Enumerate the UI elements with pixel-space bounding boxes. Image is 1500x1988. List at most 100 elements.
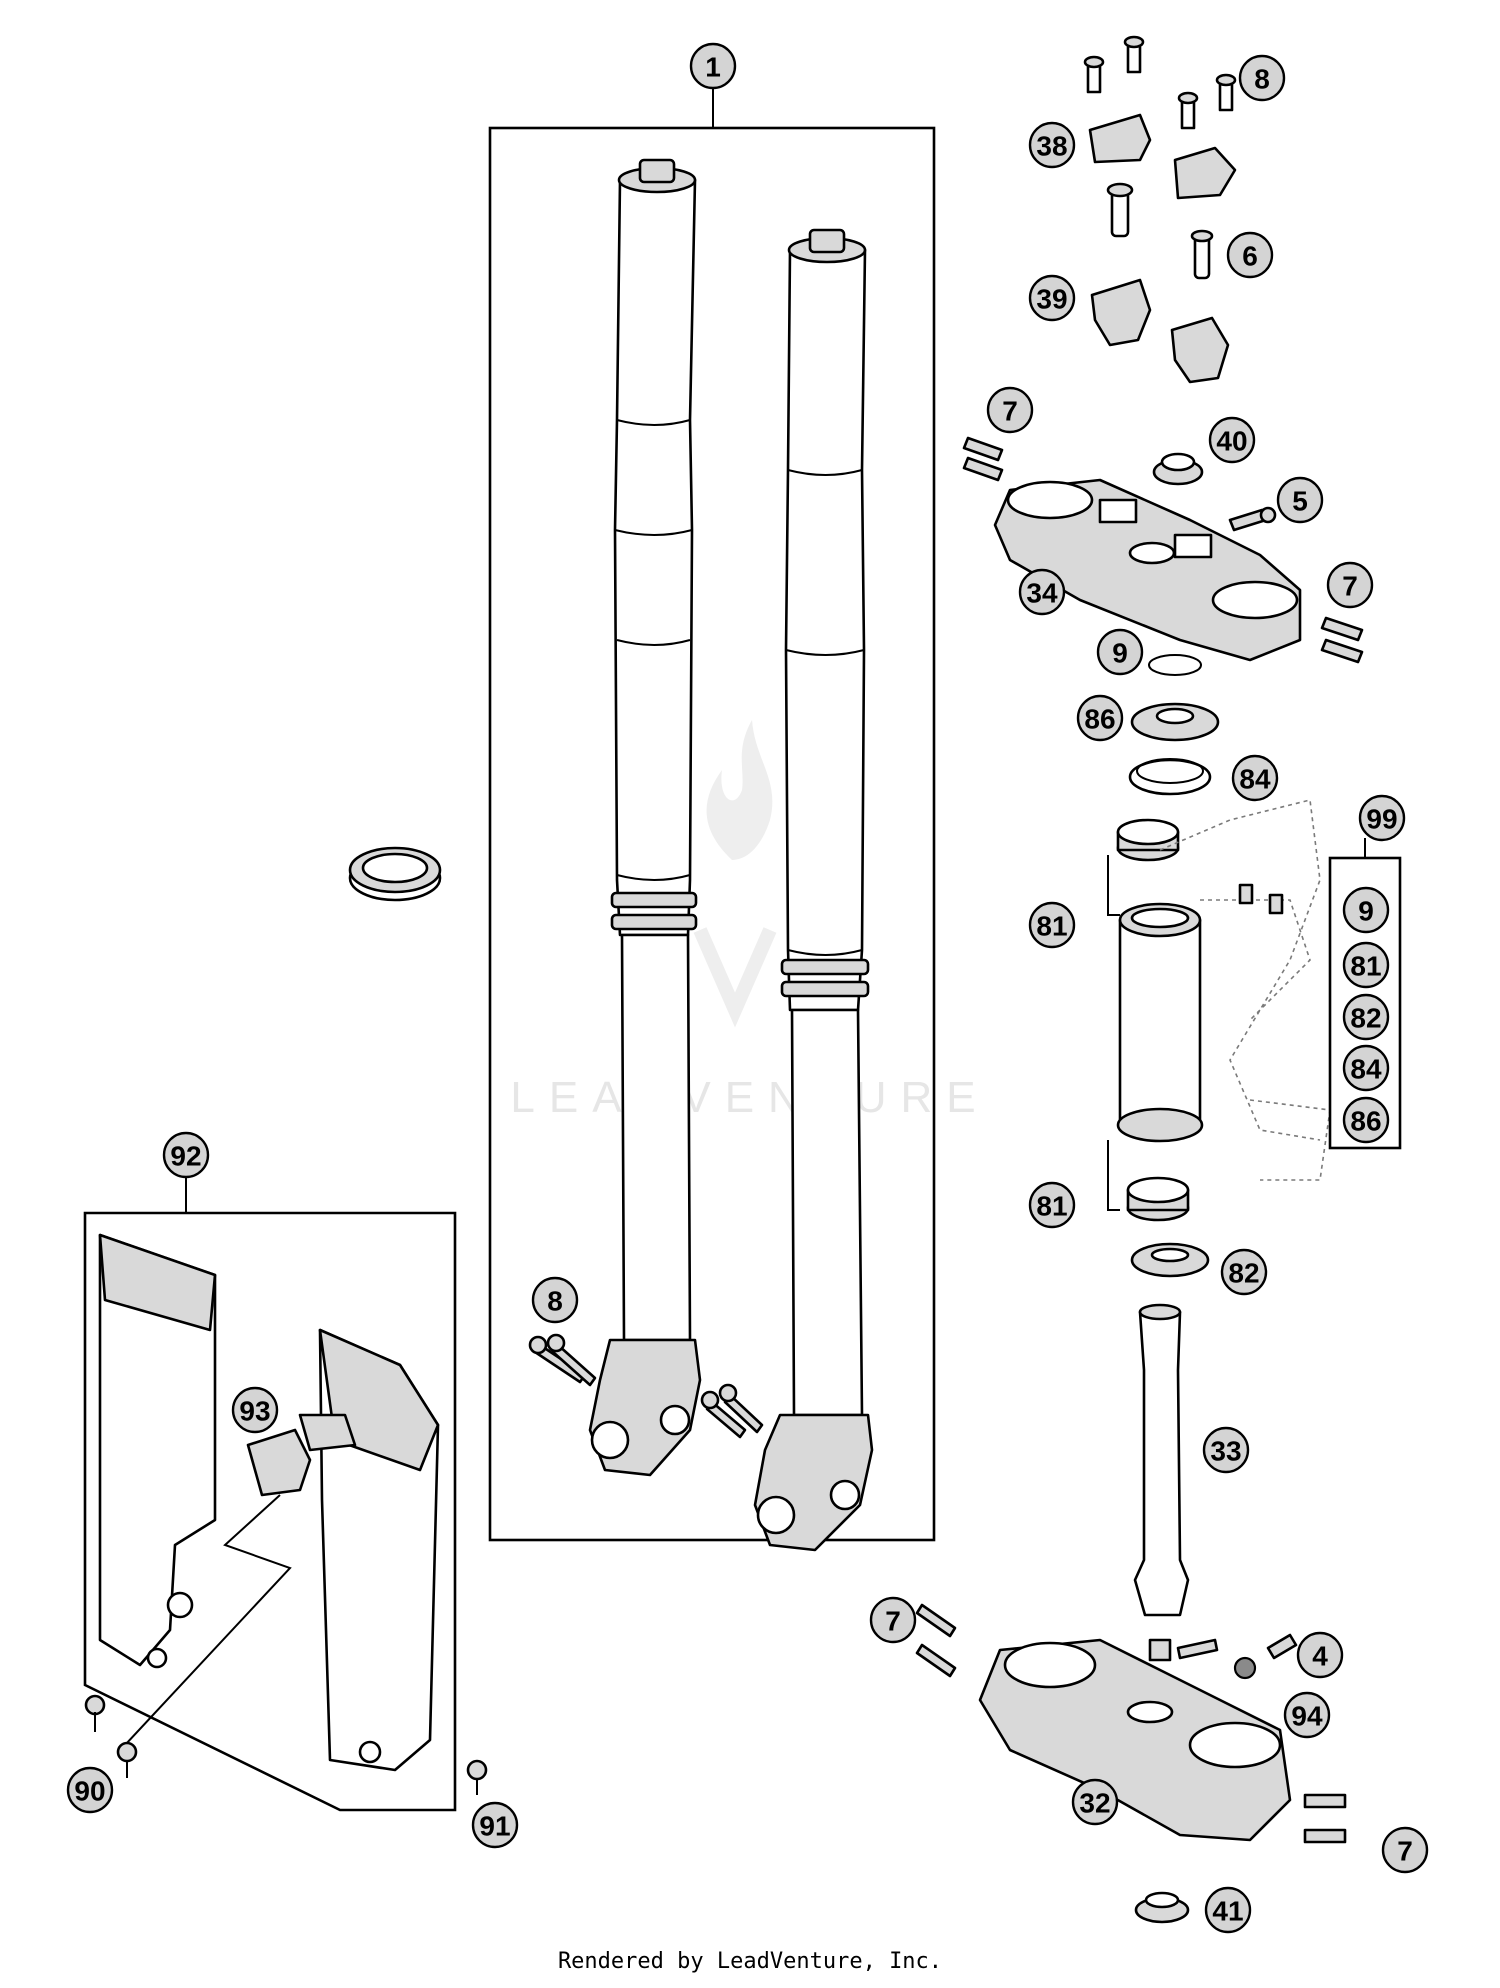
callout-label: 92 [170,1141,201,1172]
callout-label: 39 [1036,284,1067,315]
callout-84: 84 [1342,1044,1390,1092]
callout-label: 81 [1036,911,1067,942]
callout-9: 9 [1342,886,1390,934]
axle-screws-right [700,1383,764,1439]
callout-84: 84 [1231,754,1279,802]
callout-82: 82 [1342,993,1390,1041]
frame-head-tube [1116,799,1331,1181]
callout-label: 1 [705,52,721,83]
callout-label: 7 [1342,571,1358,602]
guard-bracket [124,1413,357,1746]
callout-99: 99 [1358,794,1406,842]
callout-label: 9 [1358,896,1374,927]
dust-cap-86 [1130,702,1220,742]
guard-screw-90 [84,1694,106,1732]
watermark: LEADVENTURE [510,720,989,1122]
callout-label: 86 [1350,1106,1381,1137]
callout-91: 91 [471,1801,519,1849]
callout-1: 1 [689,42,737,90]
callout-92: 92 [162,1131,210,1179]
lower-bearing-81 [1126,1176,1190,1222]
axle-screws-left [528,1333,597,1387]
callout-label: 7 [1002,396,1018,427]
handlebar-clamp-upper [1088,113,1237,200]
fork-leg-right [753,228,874,1552]
lower-triple-clamp [978,1638,1292,1842]
callout-7: 7 [869,1596,917,1644]
callout-label: 91 [479,1811,510,1842]
callout-label: 93 [239,1396,270,1427]
fork-leg-left [588,158,702,1477]
callout-label: 86 [1084,704,1115,735]
callout-38: 38 [1028,121,1076,169]
callout-label: 8 [1254,64,1270,95]
callout-82: 82 [1220,1248,1268,1296]
callout-label: 5 [1292,486,1308,517]
upper-triple-clamp [993,478,1302,662]
callout-33: 33 [1202,1426,1250,1474]
callout-label: 90 [74,1776,105,1807]
handlebar-screws-top [1083,35,1237,130]
callout-label: 8 [547,1286,563,1317]
handlebar-clamp-lower [1090,278,1230,384]
callout-81: 81 [1028,1181,1076,1229]
callout-8: 8 [531,1276,579,1324]
callout-81: 81 [1342,941,1390,989]
upper-triple-clamp-screws [962,436,1364,664]
callout-label: 7 [1397,1836,1413,1867]
callout-label: 41 [1212,1896,1243,1927]
callout-94: 94 [1283,1691,1331,1739]
fork-assembly-frame [488,126,936,1542]
callout-label: 82 [1350,1003,1381,1034]
callout-81: 81 [1028,901,1076,949]
callout-label: 7 [885,1606,901,1637]
guard-screw-mid [116,1741,138,1778]
footer-credit: Rendered by LeadVenture, Inc. [558,1949,942,1974]
callout-label: 9 [1112,638,1128,669]
dust-seal-ring [348,846,442,902]
callout-label: 81 [1350,951,1381,982]
lower-triple-clamp-screws [915,1603,1347,1844]
fork-guard-right [318,1328,440,1772]
shim-ring-9 [1148,654,1202,676]
guard-screw-91 [466,1759,488,1795]
callout-8: 8 [1238,54,1286,102]
fork-guard-left [98,1233,217,1669]
callout-9: 9 [1096,628,1144,676]
callout-39: 39 [1028,274,1076,322]
callout-label: 82 [1228,1258,1259,1289]
seal-ring-84 [1128,758,1212,796]
top-nut [1152,452,1204,486]
clamp-screws-6 [1106,182,1214,280]
callout-label: 6 [1242,241,1258,272]
callout-label: 34 [1026,578,1058,609]
callout-label: 84 [1350,1054,1382,1085]
fork-guard-frame [83,1211,457,1812]
callout-86: 86 [1342,1096,1390,1144]
callout-90: 90 [66,1766,114,1814]
callout-6: 6 [1226,231,1274,279]
callout-86: 86 [1076,694,1124,742]
callout-32: 32 [1071,1778,1119,1826]
lower-seal-82 [1130,1242,1210,1278]
steering-stem-33 [1133,1303,1190,1617]
callout-40: 40 [1208,416,1256,464]
callout-label: 4 [1312,1641,1328,1672]
callout-4: 4 [1296,1631,1344,1679]
callout-41: 41 [1204,1886,1252,1934]
callout-label: 99 [1366,804,1397,835]
callout-5: 5 [1276,476,1324,524]
pinch-bolt-5 [1228,506,1277,532]
callout-label: 94 [1291,1701,1323,1732]
callout-34: 34 [1018,568,1066,616]
bottom-nut-41 [1134,1891,1190,1924]
callout-7: 7 [1381,1826,1429,1874]
callout-label: 32 [1079,1788,1110,1819]
callout-label: 40 [1216,426,1247,457]
callout-label: 84 [1239,764,1271,795]
callout-label: 38 [1036,131,1067,162]
upper-bearing-81 [1116,818,1180,862]
watermark-text: LEADVENTURE [510,1073,989,1122]
